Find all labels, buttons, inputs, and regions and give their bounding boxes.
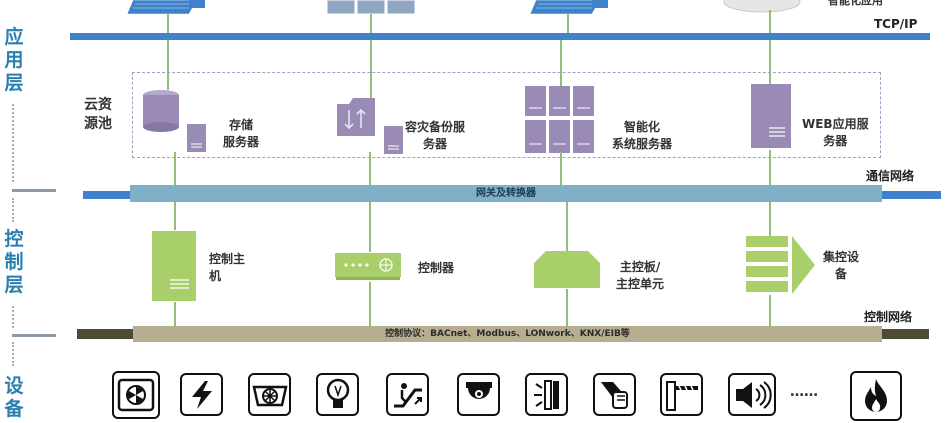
link-line xyxy=(566,289,568,326)
label-line: 主控单元 xyxy=(616,277,665,291)
storage-server-label: 存储 服务器 xyxy=(223,117,259,151)
power-lightning-icon xyxy=(180,373,223,416)
label-line: 系统服务器 xyxy=(612,137,673,151)
layer-char: 备 xyxy=(4,398,24,420)
control-host-icon xyxy=(152,231,196,301)
label-line: 服务器 xyxy=(223,135,260,149)
controller-label: 控制器 xyxy=(418,261,455,275)
cloud-icon xyxy=(723,0,801,13)
access-card-icon xyxy=(593,373,636,416)
link-line xyxy=(370,40,372,98)
fire-icon xyxy=(850,371,902,421)
link-line xyxy=(167,40,169,90)
main-control-board-icon xyxy=(534,251,600,288)
link-line xyxy=(769,150,771,188)
link-line xyxy=(174,302,176,326)
layer-label-control: 控 制 层 xyxy=(0,228,28,297)
layer-char: 用 xyxy=(4,49,24,71)
link-line xyxy=(769,10,771,34)
link-line xyxy=(369,282,371,326)
more-devices-ellipsis: …… xyxy=(790,384,818,400)
controller-icon xyxy=(335,253,401,280)
laptop-icon xyxy=(529,0,608,15)
link-line xyxy=(370,14,372,34)
smart-system-server-label: 智能化 系统服务器 xyxy=(612,119,672,153)
layer-label-device: 设 备 xyxy=(0,375,28,421)
link-line xyxy=(560,152,562,188)
label-line: 存储 xyxy=(229,118,254,132)
layer-divider-dotted xyxy=(12,198,14,222)
link-line xyxy=(769,202,771,236)
control-host-label: 控制主 机 xyxy=(209,251,245,285)
label-line: 智能化 xyxy=(624,120,661,134)
layer-char: 层 xyxy=(4,72,24,94)
gateway-converter-label: 网关及转换器 xyxy=(476,188,536,199)
link-line xyxy=(769,40,771,84)
control-network-label: 控制网络 xyxy=(864,310,913,324)
backup-server-label: 容灾备份服 务器 xyxy=(405,119,465,153)
layer-divider-dotted xyxy=(12,342,14,366)
layer-char: 层 xyxy=(4,274,24,296)
cloud-pool-title-line: 源池 xyxy=(84,116,112,132)
label-line: WEB应用服 xyxy=(802,117,869,131)
server-rack-icon xyxy=(326,0,416,15)
door-sensor-icon xyxy=(525,373,568,416)
smart-system-servers-icon xyxy=(525,86,594,153)
central-control-device-icon xyxy=(746,236,815,294)
cloud-pool-title-line: 云资 xyxy=(84,97,112,113)
layer-char: 制 xyxy=(4,251,24,273)
control-protocol-bar xyxy=(133,326,882,342)
link-line xyxy=(566,202,568,252)
link-line xyxy=(167,14,169,34)
cloud-app-label: 智能化应用 xyxy=(828,0,883,7)
control-protocol-label: 控制协议：BACnet、Modbus、LONwork、KNX/EIB等 xyxy=(385,329,630,339)
link-line xyxy=(174,202,176,230)
link-line xyxy=(369,152,371,188)
label-line: 控制主 xyxy=(209,252,246,266)
link-line xyxy=(769,295,771,326)
laptop-icon xyxy=(126,0,205,15)
layer-separator-tick xyxy=(12,189,56,192)
label-line: 务器 xyxy=(823,134,848,148)
link-line xyxy=(560,40,562,86)
link-line xyxy=(174,152,176,188)
layer-separator-tick xyxy=(12,334,56,337)
main-control-board-label: 主控板/ 主控单元 xyxy=(616,259,664,293)
storage-server-icon xyxy=(143,90,206,152)
web-server-label: WEB应用服 务器 xyxy=(802,116,869,150)
tcpip-network-bar xyxy=(70,33,930,40)
tcpip-label: TCP/IP xyxy=(874,17,918,31)
hvac-fan-icon xyxy=(112,371,160,419)
layer-divider-dotted xyxy=(12,306,14,328)
air-handler-icon xyxy=(248,373,291,416)
label-line: 机 xyxy=(209,269,222,283)
barrier-gate-icon xyxy=(660,373,703,416)
label-line: 容灾备份服 xyxy=(405,120,466,134)
escalator-icon xyxy=(386,373,429,416)
label-line: 备 xyxy=(835,267,848,281)
dome-camera-icon xyxy=(457,373,500,416)
gateway-converter-bar xyxy=(130,185,882,202)
communication-network-label: 通信网络 xyxy=(866,169,915,183)
cloud-resource-pool xyxy=(132,72,881,158)
label-line: 集控设 xyxy=(823,250,860,264)
link-line xyxy=(567,14,569,34)
layer-char: 设 xyxy=(4,375,24,397)
lightbulb-icon xyxy=(316,373,359,416)
label-line: 主控板/ xyxy=(619,260,661,274)
central-control-label: 集控设 备 xyxy=(823,249,859,283)
layer-divider-dotted xyxy=(12,104,14,182)
layer-char: 控 xyxy=(4,228,24,250)
web-server-icon xyxy=(751,84,791,148)
cloud-pool-title: 云资 源池 xyxy=(84,96,112,134)
link-line xyxy=(369,202,371,252)
backup-server-icon xyxy=(337,98,403,154)
label-line: 务器 xyxy=(423,137,448,151)
layer-label-application: 应 用 层 xyxy=(0,26,28,95)
speaker-icon xyxy=(728,373,776,416)
layer-char: 应 xyxy=(4,26,24,48)
